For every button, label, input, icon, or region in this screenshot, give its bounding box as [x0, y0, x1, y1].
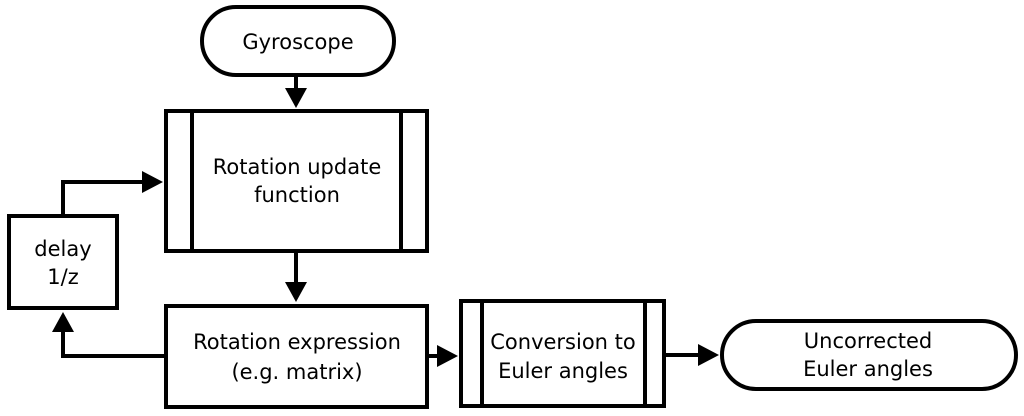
- gyroscope-node: Gyroscope: [200, 5, 396, 77]
- arrow-expression-to-conversion: [427, 345, 458, 367]
- output-node: Uncorrected Euler angles: [720, 319, 1018, 391]
- gyroscope-label: Gyroscope: [242, 30, 353, 54]
- rotation-expression-node: Rotation expression (e.g. matrix): [164, 304, 429, 409]
- output-label-line1: Uncorrected: [804, 329, 932, 353]
- rotation-expression-label-line1: Rotation expression: [193, 330, 401, 354]
- arrow-expression-to-delay: [52, 312, 166, 358]
- delay-label-line2: 1/z: [47, 265, 78, 289]
- rotation-update-node: Rotation update function: [164, 109, 429, 253]
- arrow-rotation-update-to-expression: [285, 251, 307, 302]
- delay-node: delay 1/z: [7, 214, 119, 310]
- rotation-update-label-line2: function: [254, 183, 340, 207]
- conversion-node: Conversion to Euler angles: [459, 299, 666, 408]
- conversion-label-line1: Conversion to: [490, 330, 636, 354]
- conversion-label-line2: Euler angles: [498, 359, 628, 383]
- rotation-update-label-line1: Rotation update: [213, 155, 382, 179]
- delay-label-line1: delay: [34, 237, 91, 261]
- arrow-gyroscope-to-rotation-update: [285, 75, 307, 108]
- arrow-delay-to-rotation-update: [61, 171, 163, 216]
- rotation-expression-label-line2: (e.g. matrix): [231, 360, 362, 384]
- output-label-line2: Euler angles: [803, 357, 933, 381]
- arrow-conversion-to-output: [664, 344, 719, 366]
